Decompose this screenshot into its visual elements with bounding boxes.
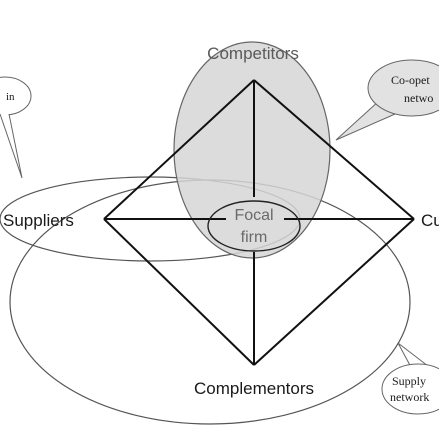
competitors-ellipse <box>173 41 331 259</box>
node-complementors: Complementors <box>194 379 314 398</box>
callout-supply-network: Supply network <box>381 342 439 415</box>
node-focal-firm-line1: Focal <box>234 207 273 224</box>
node-competitors: Competitors <box>207 44 299 63</box>
node-customers: Cu <box>421 211 439 230</box>
edge-competitors-customers <box>253 79 415 220</box>
edge-customers-complementors <box>253 218 415 366</box>
callout-coopetition-network: Co-opet netwo <box>335 59 439 141</box>
focal-firm-ellipse <box>207 200 301 252</box>
callout-supply-line2: network <box>390 390 429 404</box>
node-suppliers: Suppliers <box>3 211 74 230</box>
edge-complementors-suppliers <box>103 218 255 366</box>
node-focal-firm-line2: firm <box>241 229 268 246</box>
value-net-edges <box>103 79 415 366</box>
callout-coopetition-line1: Co-opet <box>391 73 430 87</box>
callout-top-left: in <box>0 76 32 179</box>
callout-coopetition-line2: netwo <box>404 91 433 105</box>
callout-top-left-text: in <box>6 91 15 103</box>
callout-supply-line1: Supply <box>392 374 426 388</box>
edge-suppliers-competitors <box>103 79 255 220</box>
